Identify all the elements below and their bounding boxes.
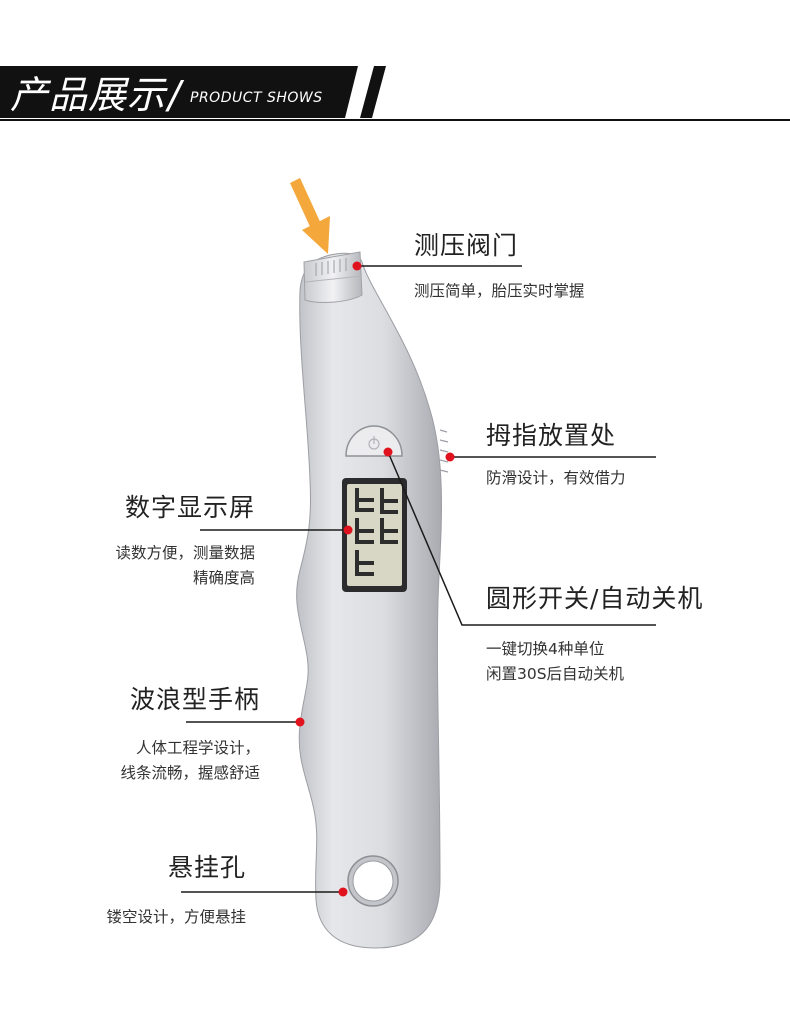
callout-display-desc-2: 精确度高 <box>192 569 255 587</box>
lcd-display <box>342 478 407 592</box>
hanging-hole <box>347 855 399 907</box>
callout-thumb-desc: 防滑设计，有效借力 <box>486 469 626 487</box>
title-slash: / <box>168 73 181 117</box>
header-banner: 产品展示 / PRODUCT SHOWS <box>0 0 790 130</box>
thumb-grip-ridges <box>439 429 449 473</box>
banner-shape <box>0 66 790 121</box>
page-subtitle: PRODUCT SHOWS <box>190 90 323 106</box>
valve-head <box>303 251 363 303</box>
callout-thumb-title: 拇指放置处 <box>486 421 617 450</box>
callout-handle-desc-1: 人体工程学设计， <box>135 739 260 757</box>
callout-hole-desc: 镂空设计，方便悬挂 <box>106 908 246 926</box>
callout-switch-desc-1: 一键切换4种单位 <box>486 640 605 658</box>
page-title: 产品展示 <box>10 73 167 117</box>
orange-arrow-icon <box>290 178 330 254</box>
callout-handle-desc-2: 线条流畅，握感舒适 <box>120 764 260 782</box>
callout-valve-title: 测压阀门 <box>414 231 519 260</box>
callout-switch-title: 圆形开关/自动关机 <box>486 584 704 613</box>
callout-handle-title: 波浪型手柄 <box>129 685 260 714</box>
callout-display-title: 数字显示屏 <box>124 493 255 522</box>
callout-display-desc-1: 读数方便，测量数据 <box>115 544 255 562</box>
valve-grip-ridges <box>315 258 347 276</box>
callout-switch-desc-2: 闲置30S后自动关机 <box>486 665 625 683</box>
callout-valve-desc: 测压简单，胎压实时掌握 <box>414 282 585 300</box>
gauge-body <box>296 252 442 949</box>
callout-hole-title: 悬挂孔 <box>167 853 246 882</box>
